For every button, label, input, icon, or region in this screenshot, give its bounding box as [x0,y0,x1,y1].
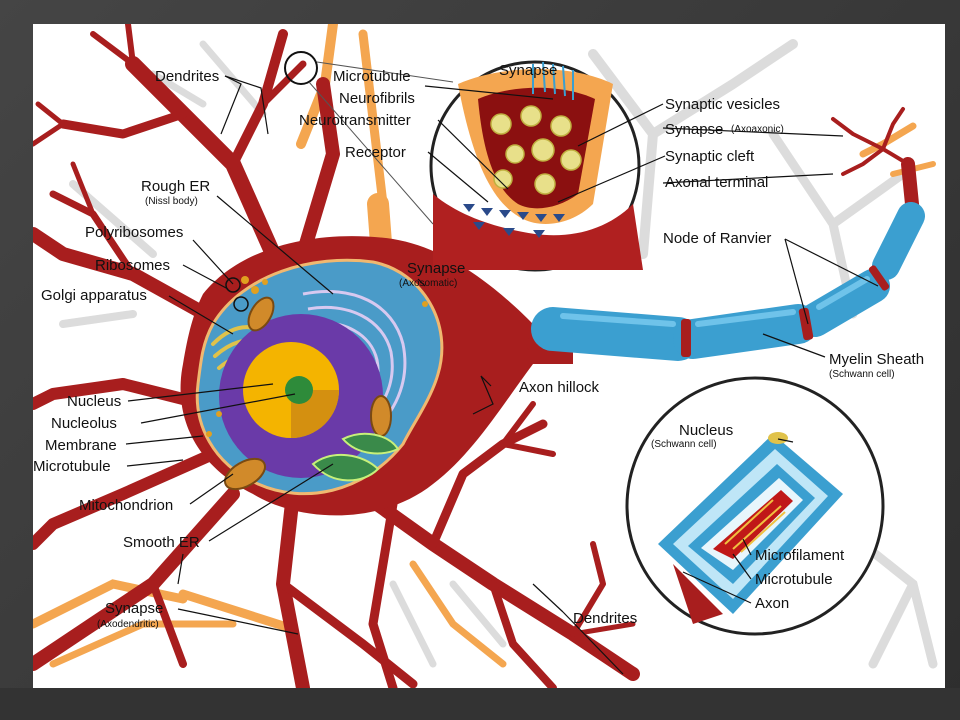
myelin-segments [531,202,925,361]
label-nucleus: Nucleus [67,393,122,410]
zoom-line-upper [316,61,454,83]
synapse-inset [429,60,643,272]
slide-footer-band [0,688,960,720]
label-microtubule-top: Microtubule [333,68,411,85]
myelin-highlights [560,276,870,327]
label-dendrites-bottom: Dendrites [573,610,638,627]
label-node-of-ranvier: Node of Ranvier [663,230,772,247]
label-synapse-axosomatic-sub: (Axosomatic) [399,278,458,289]
label-synapse-axoaxonic-sub: (Axoaxonic) [731,124,784,135]
label-microtubule-left: Microtubule [33,458,111,475]
label-rough-er: Rough ER [141,178,211,195]
label-microfilament: Microfilament [755,547,845,564]
label-dendrites-top: Dendrites [155,68,220,85]
neuron-diagram: Dendrites Rough ER (Nissl body) Polyribo… [33,24,945,688]
label-mitochondrion: Mitochondrion [79,497,174,514]
label-golgi-apparatus: Golgi apparatus [41,287,147,304]
smooth-er [311,432,400,482]
label-schwann-nucleus-sub: (Schwann cell) [651,439,717,450]
label-microtubule-inset: Microtubule [755,571,833,588]
label-schwann-nucleus: Nucleus [679,422,734,439]
axon-terminal [831,107,910,176]
label-axonal-terminal: Axonal terminal [665,174,769,191]
label-myelin-sheath: Myelin Sheath [829,351,925,368]
label-synaptic-vesicles: Synaptic vesicles [665,96,781,113]
myelin-inset [625,376,885,636]
label-receptor: Receptor [345,144,406,161]
label-myelin-sheath-sub: (Schwann cell) [829,369,895,380]
label-axon-hillock: Axon hillock [519,379,600,396]
zoom-line-lower [308,81,434,225]
dendrites [33,24,640,688]
label-nucleolus: Nucleolus [51,415,117,432]
label-neurofibrils: Neurofibrils [339,90,415,107]
ribosomes [206,276,428,437]
neuron-illustration [33,24,938,688]
synapse-zoom-marker [284,51,318,85]
label-ribosomes: Ribosomes [95,257,171,274]
polyribosome-marker [233,296,249,312]
ribosome-marker [225,277,241,293]
label-membrane: Membrane [45,437,117,454]
nucleolus-shape [285,376,313,404]
label-synapse-inset: Synapse [499,62,558,79]
label-synapse-axodendritic: Synapse [105,600,164,617]
nodes-of-ranvier [681,265,890,357]
label-axon: Axon [755,595,790,612]
label-rough-er-sub: (Nissl body) [145,196,198,207]
label-synapse-axodendritic-sub: (Axodendritic) [97,619,159,630]
mitochondria [224,296,392,491]
leader-lines [125,75,879,675]
label-synaptic-cleft: Synaptic cleft [665,148,755,165]
label-synapse-axosomatic: Synapse [407,260,466,277]
label-neurotransmitter: Neurotransmitter [299,112,411,129]
label-smooth-er: Smooth ER [123,534,200,551]
label-polyribosomes: Polyribosomes [85,224,184,241]
label-synapse-axoaxonic: Synapse [665,121,724,138]
